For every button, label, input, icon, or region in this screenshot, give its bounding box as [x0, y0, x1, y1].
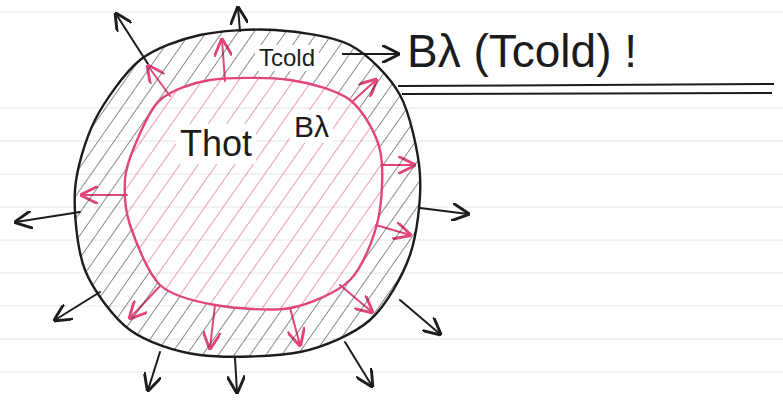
emission-arrow	[420, 208, 468, 214]
emission-arrow	[55, 292, 100, 320]
inner-core: Thot Bλ	[120, 66, 386, 314]
underline	[402, 93, 772, 94]
outer-shell: TcoldThot Bλ	[70, 22, 426, 360]
paper-rule	[0, 372, 783, 373]
emission-arrow	[16, 212, 80, 222]
hatching	[125, 78, 382, 310]
underline	[398, 84, 774, 86]
temperature-label: Thot	[176, 124, 256, 164]
paper-rules	[0, 12, 783, 372]
symbol-label: Bλ	[290, 110, 333, 143]
emission-arrow	[148, 352, 160, 390]
outer-emission-arrows	[16, 8, 468, 392]
paper-rule	[0, 339, 783, 340]
emission-arrow	[400, 300, 440, 334]
emission-arrow	[238, 8, 240, 31]
emission-arrow	[345, 342, 372, 386]
temperature-label: Tcold	[255, 45, 319, 71]
blob-outline	[120, 66, 386, 314]
hatching	[75, 30, 421, 357]
emission-arrow	[235, 358, 237, 392]
blob-border	[75, 30, 421, 357]
note-label: Bλ (Tcold) !	[403, 26, 641, 77]
paper-rule	[0, 12, 783, 13]
blob-border	[125, 78, 382, 310]
